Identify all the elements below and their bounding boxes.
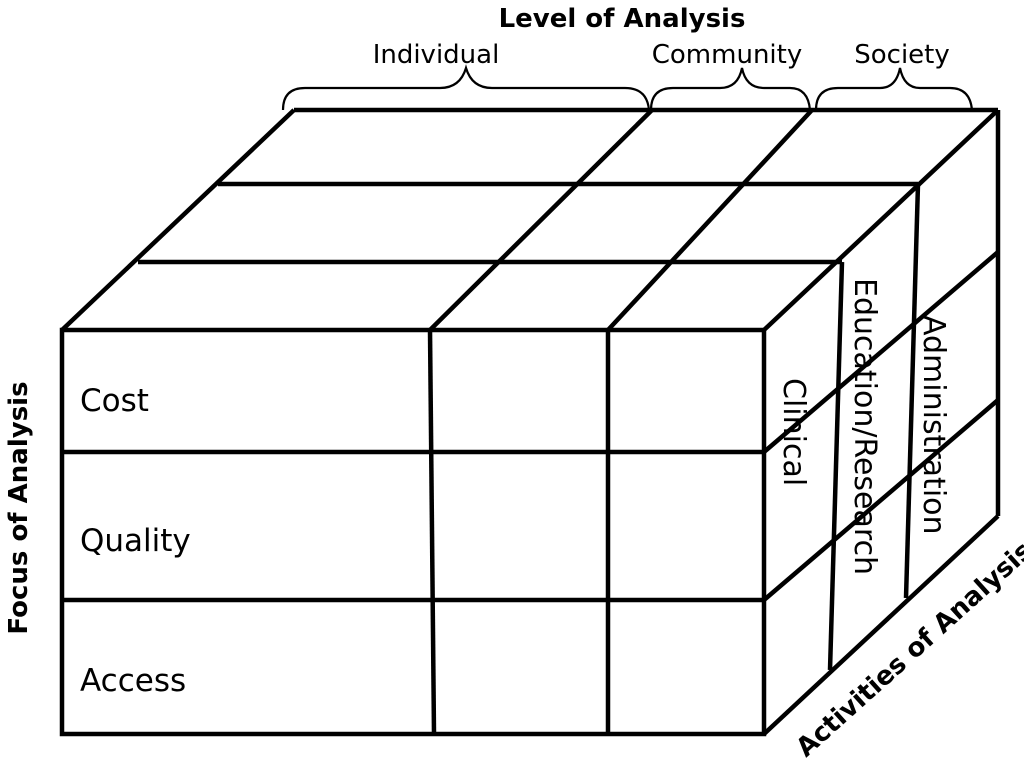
focus-label-quality: Quality: [80, 523, 191, 559]
activity-label-administration: Administration: [916, 315, 951, 535]
brace-society: [814, 67, 974, 111]
focus-axis-title: Focus of Analysis: [4, 381, 34, 634]
brace-community: [649, 67, 812, 111]
cube-front-face: [59, 327, 767, 737]
focus-label-access: Access: [80, 663, 186, 699]
activity-label-education-research: Education/Research: [847, 278, 882, 575]
brace-individual: [281, 64, 651, 111]
activity-label-clinical: Clinical: [776, 378, 811, 486]
level-axis-title: Level of Analysis: [499, 4, 746, 34]
level-label-community: Community: [652, 40, 802, 70]
cube-side-face: [762, 110, 1001, 736]
level-label-individual: Individual: [373, 40, 500, 70]
cube-top-face: [60, 107, 1000, 332]
level-label-society: Society: [854, 40, 950, 70]
focus-label-cost: Cost: [80, 383, 149, 419]
